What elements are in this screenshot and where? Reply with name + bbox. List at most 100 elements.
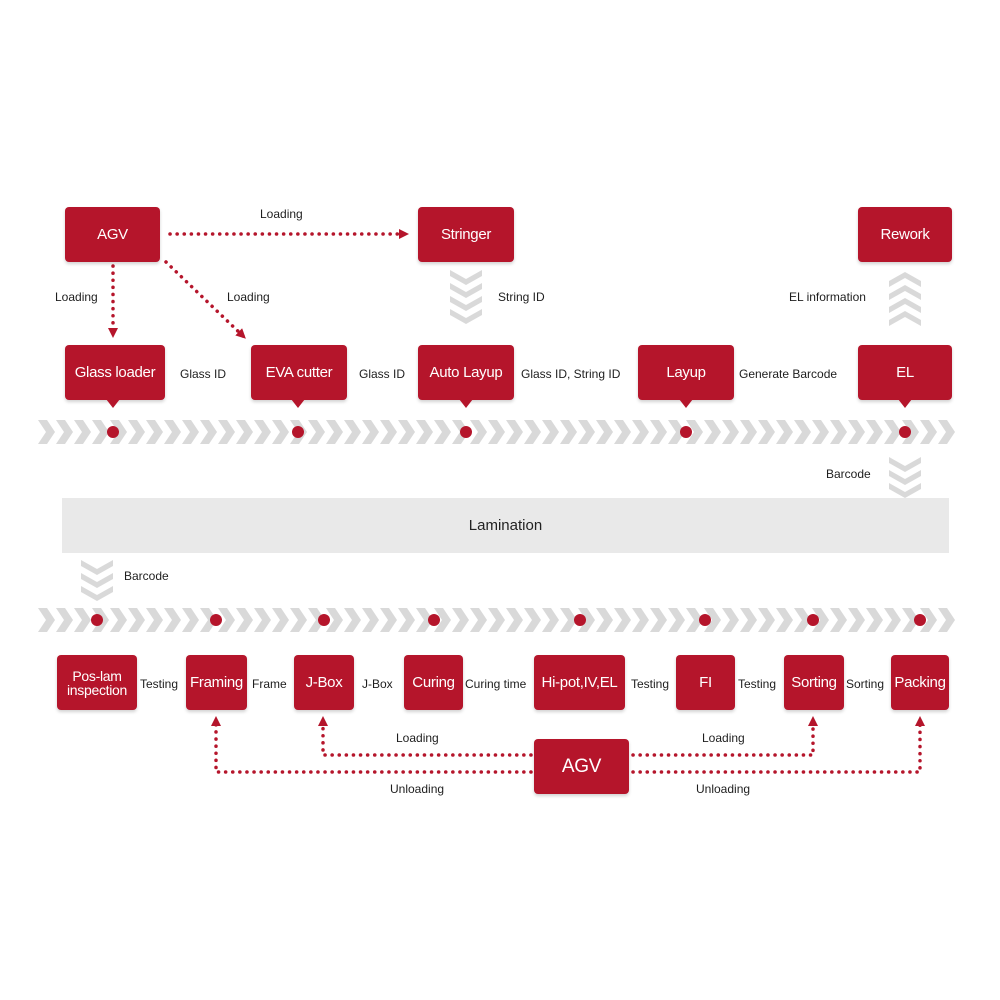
conveyor-top-chevron [740, 420, 757, 444]
label-loading-top-right: Loading [260, 207, 303, 221]
dot-fi [699, 614, 711, 626]
conveyor-bottom-chevron [578, 608, 595, 632]
conveyor-top-chevron [596, 420, 613, 444]
arrow-agv-to-framing [211, 716, 533, 774]
conveyor-top-chevron [812, 420, 829, 444]
conveyor-top-chevron [866, 420, 883, 444]
conveyor-top-chevron [326, 420, 343, 444]
fi-node: FI [676, 655, 735, 710]
label-testing-1: Testing [140, 677, 179, 691]
label-loading-bottom-right: Loading [702, 731, 745, 745]
conveyor-top-chevron [398, 420, 415, 444]
string-id-chevron [450, 283, 482, 298]
conveyor-bottom-chevron [38, 608, 55, 632]
conveyor-top-chevron [920, 420, 937, 444]
conveyor-top-chevron [524, 420, 541, 444]
label-glass-id-1: Glass ID [180, 367, 227, 381]
label-loading-top-down: Loading [55, 290, 98, 304]
conveyor-bottom-chevron [74, 608, 91, 632]
conveyor-top-chevron [182, 420, 199, 444]
dot-layup [680, 426, 692, 438]
label-unloading-right: Unloading [696, 782, 751, 796]
conveyor-top-chevron [884, 420, 901, 444]
conveyor-top-chevron [542, 420, 559, 444]
rework-node: Rework [858, 207, 952, 262]
conveyor-bottom-chevron [902, 608, 919, 632]
conveyor-top-chevron [794, 420, 811, 444]
barcode-left-chevron [81, 560, 113, 575]
station-dots [91, 426, 926, 626]
el-information-chevron [889, 272, 921, 287]
conveyor-bottom-chevron [848, 608, 865, 632]
conveyor-bottom-chevron [362, 608, 379, 632]
auto-layup-pointer [459, 399, 473, 408]
label-testing-3: Testing [738, 677, 777, 691]
conveyor-bottom-chevron [200, 608, 217, 632]
conveyor-bottom-chevron [542, 608, 559, 632]
conveyor-bottom-chevron [560, 608, 577, 632]
conveyor-bottom-chevron [290, 608, 307, 632]
conveyor-top-chevron [722, 420, 739, 444]
conveyor-top-chevron [578, 420, 595, 444]
conveyor-bottom-chevron [56, 608, 73, 632]
dot-el [899, 426, 911, 438]
conveyor-top-chevron [146, 420, 163, 444]
string-id-chevron [450, 296, 482, 311]
conveyor-bottom-chevron [830, 608, 847, 632]
conveyor-top-chevron [308, 420, 325, 444]
agv-top-node: AGV [65, 207, 160, 262]
conveyor-bottom-chevron [236, 608, 253, 632]
dotted-flow-arrows [108, 229, 925, 774]
arrow-agv-to-jbox [318, 716, 533, 757]
conveyor-bottom-chevron [920, 608, 937, 632]
conveyor-top-chevron [560, 420, 577, 444]
el-information-chevron [889, 285, 921, 300]
dot-sorting [807, 614, 819, 626]
packing-node: Packing [891, 655, 949, 710]
dot-auto-layup [460, 426, 472, 438]
stringer-node: Stringer [418, 207, 514, 262]
conveyor-bottom-chevron [776, 608, 793, 632]
pos-lam-inspection-node: Pos-lam inspection [57, 655, 137, 710]
string-id-chevron [450, 309, 482, 324]
conveyor-bottom-chevron [182, 608, 199, 632]
barcode-right-chevron [889, 483, 921, 498]
auto-layup-node: Auto Layup [418, 345, 514, 400]
conveyor-top-chevron [848, 420, 865, 444]
conveyor-bottom-chevron [146, 608, 163, 632]
dot-curing [428, 614, 440, 626]
conveyor-top-chevron [704, 420, 721, 444]
string-id-chevron [450, 270, 482, 285]
conveyor-belt-top [38, 420, 955, 444]
conveyor-bottom-chevron [632, 608, 649, 632]
conveyor-top-chevron [380, 420, 397, 444]
conveyor-top-chevron [632, 420, 649, 444]
label-frame: Frame [252, 677, 287, 691]
jbox-node: J-Box [294, 655, 354, 710]
dot-glass-loader [107, 426, 119, 438]
label-barcode-left: Barcode [124, 569, 169, 583]
conveyor-bottom-chevron [110, 608, 127, 632]
conveyor-bottom-chevron [380, 608, 397, 632]
conveyor-top-chevron [416, 420, 433, 444]
conveyor-bottom-chevron [614, 608, 631, 632]
eva-cutter-node: EVA cutter [251, 345, 347, 400]
conveyor-top-chevron [92, 420, 109, 444]
eva-cutter-pointer [291, 399, 305, 408]
barcode-right-chevron [889, 457, 921, 472]
conveyor-top-chevron [254, 420, 271, 444]
arrow-agv-to-packing [631, 716, 925, 774]
conveyor-top-chevron [56, 420, 73, 444]
label-testing-2: Testing [631, 677, 670, 691]
conveyor-bottom-chevron [722, 608, 739, 632]
conveyor-top-chevron [434, 420, 451, 444]
conveyor-bottom-chevron [398, 608, 415, 632]
conveyor-bottom-chevron [218, 608, 235, 632]
label-unloading-left: Unloading [390, 782, 445, 796]
conveyor-bottom-chevron [866, 608, 883, 632]
dot-packing [914, 614, 926, 626]
label-sorting: Sorting [846, 677, 885, 691]
conveyor-top-chevron [236, 420, 253, 444]
